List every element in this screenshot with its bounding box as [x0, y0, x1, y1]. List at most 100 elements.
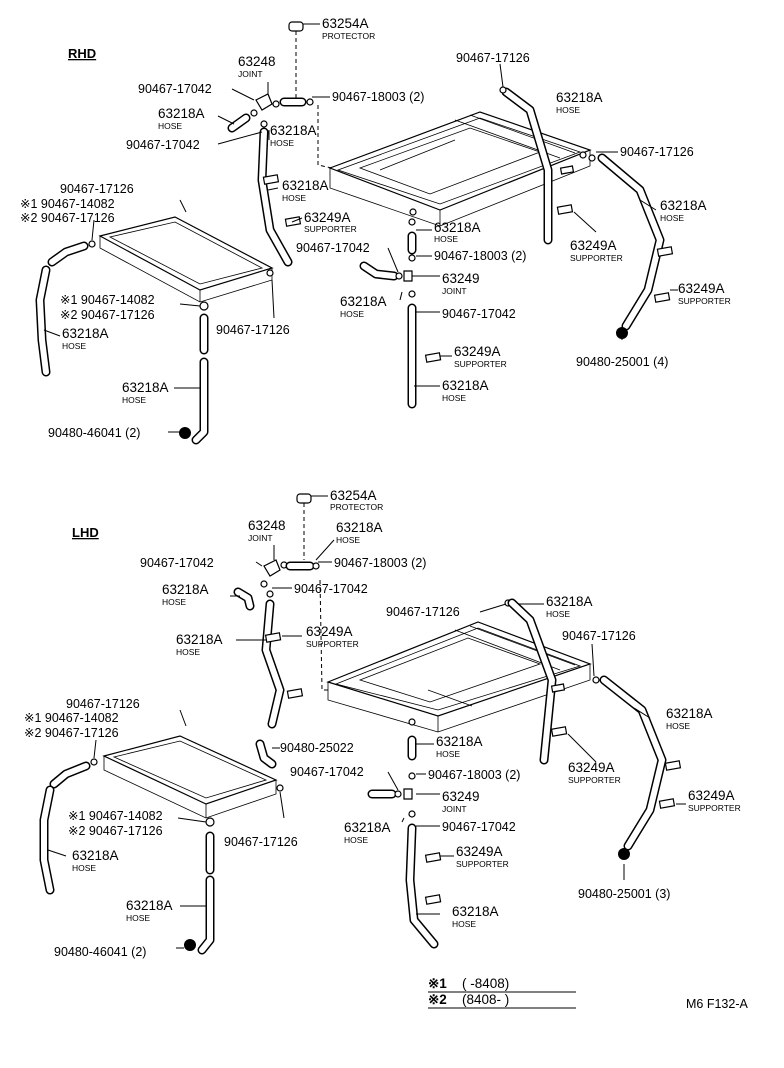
lhd-label-code: 63218A	[666, 706, 713, 721]
lhd-label-code: 90467-17042	[294, 582, 368, 596]
rhd-label-name: JOINT	[442, 286, 467, 296]
rhd-label-code: ※1 90467-14082	[20, 197, 115, 211]
rhd-label-code: ※2 90467-17126	[60, 308, 155, 322]
lhd-label-code: 63218A	[336, 520, 383, 535]
rhd-label-code: 90467-17126	[60, 182, 134, 196]
rhd-label-code: 90467-17126	[216, 323, 290, 337]
lhd-label-code: 90467-17126	[386, 605, 460, 619]
rhd-label-code: 90480-25001 (4)	[576, 355, 668, 369]
lhd-label-code: 90480-46041 (2)	[54, 945, 146, 959]
lhd-label-code: 63249A	[568, 760, 615, 775]
lhd-label-code: ※1 90467-14082	[24, 711, 119, 725]
lhd-label-code: 63218A	[162, 582, 209, 597]
rhd-label-name: PROTECTOR	[322, 31, 375, 41]
lhd-label-name: JOINT	[442, 804, 467, 814]
rhd-label-code: 63249A	[678, 281, 725, 296]
rhd-label-code: 63254A	[322, 16, 369, 31]
rhd-label-code: 90467-17042	[138, 82, 212, 96]
lhd-label-name: HOSE	[162, 597, 186, 607]
rhd-label-code: 63218A	[62, 326, 109, 341]
lhd-label-name: SUPPORTER	[306, 639, 359, 649]
lhd-leader-lines	[47, 495, 686, 949]
rhd-label-name: HOSE	[270, 138, 294, 148]
lhd-label-name: HOSE	[344, 835, 368, 845]
lhd-label-code: 63249A	[456, 844, 503, 859]
lhd-rear-sunroof-panel	[102, 735, 278, 819]
rhd-leader-lines	[43, 23, 678, 433]
lhd-label-code: ※2 90467-17126	[68, 824, 163, 838]
lhd-label-name: HOSE	[336, 535, 360, 545]
rhd-label-code: 63218A	[434, 220, 481, 235]
rhd-label-name: JOINT	[238, 69, 263, 79]
rhd-labels: 63254A PROTECTOR 63248 JOINT 90467-17042…	[20, 16, 731, 440]
rhd-label-name: HOSE	[340, 309, 364, 319]
rhd-label-code: 63218A	[660, 198, 707, 213]
rhd-label-name: HOSE	[442, 393, 466, 403]
rhd-label-name: HOSE	[556, 105, 580, 115]
rhd-label-name: SUPPORTER	[304, 224, 357, 234]
lhd-label-name: JOINT	[248, 533, 273, 543]
rhd-main-sunroof-panel	[328, 111, 592, 227]
rhd-heading: RHD	[68, 46, 96, 61]
lhd-label-name: HOSE	[546, 609, 570, 619]
lhd-label-code: 63248	[248, 518, 286, 533]
lhd-label-code: 63218A	[452, 904, 499, 919]
rhd-label-code: 63249A	[570, 238, 617, 253]
lhd-label-code: 63249	[442, 789, 480, 804]
rhd-label-code: 90467-17126	[620, 145, 694, 159]
footnote-mark-2: ※2	[428, 992, 447, 1007]
lhd-label-name: HOSE	[666, 721, 690, 731]
lhd-label-name: HOSE	[126, 913, 150, 923]
rhd-label-code: ※1 90467-14082	[60, 293, 155, 307]
lhd-label-code: 90480-25001 (3)	[578, 887, 670, 901]
lhd-label-code: 63218A	[546, 594, 593, 609]
lhd-label-name: HOSE	[176, 647, 200, 657]
lhd-grommet-25001	[618, 848, 630, 860]
lhd-label-code: 90467-18003 (2)	[428, 768, 520, 782]
rhd-label-code: 90467-18003 (2)	[434, 249, 526, 263]
lhd-label-name: HOSE	[452, 919, 476, 929]
lhd-main-sunroof-panel	[326, 621, 592, 733]
figure-code: M6 F132-A	[686, 997, 748, 1011]
footnote-mark-1: ※1	[428, 976, 447, 991]
lhd-label-code: 90467-17042	[290, 765, 364, 779]
rhd-label-name: HOSE	[434, 234, 458, 244]
lhd-label-code: 90467-17042	[140, 556, 214, 570]
rhd-label-code: 90467-18003 (2)	[332, 90, 424, 104]
rhd-label-name: SUPPORTER	[570, 253, 623, 263]
rhd-label-code: 90480-46041 (2)	[48, 426, 140, 440]
lhd-label-name: HOSE	[72, 863, 96, 873]
rhd-joint-63248-part	[227, 93, 314, 133]
rhd-label-code: 63218A	[158, 106, 205, 121]
footnote-range-1: ( -8408)	[462, 976, 509, 991]
rhd-grommet-46041	[179, 427, 191, 439]
lhd-label-code: 63218A	[126, 898, 173, 913]
lhd-label-code: ※1 90467-14082	[68, 809, 163, 823]
lhd-heading: LHD	[72, 525, 99, 540]
lhd-label-name: SUPPORTER	[456, 859, 509, 869]
lhd-label-code: 90467-17042	[442, 820, 516, 834]
rhd-label-code: 63249A	[304, 210, 351, 225]
rhd-label-code: 90467-17042	[296, 241, 370, 255]
lhd-label-name: SUPPORTER	[688, 803, 741, 813]
lhd-label-code: 90467-17126	[66, 697, 140, 711]
rhd-label-code: 63218A	[442, 378, 489, 393]
lhd-label-code: 90467-17126	[562, 629, 636, 643]
lhd-protector-part	[296, 493, 312, 504]
footnote-range-2: (8408- )	[462, 992, 509, 1007]
rhd-label-code: 63218A	[556, 90, 603, 105]
lhd-joint-63248-part	[233, 559, 320, 611]
rhd-label-name: SUPPORTER	[678, 296, 731, 306]
rhd-label-code: 63218A	[270, 123, 317, 138]
rhd-label-code: 63249	[442, 271, 480, 286]
lhd-label-code: 63249A	[306, 624, 353, 639]
rhd-label-name: HOSE	[282, 193, 306, 203]
lhd-label-name: PROTECTOR	[330, 502, 383, 512]
rhd-label-code: 90467-17126	[456, 51, 530, 65]
rhd-protector-part	[288, 21, 304, 32]
rhd-label-name: HOSE	[122, 395, 146, 405]
rhd-label-code: 63248	[238, 54, 276, 69]
lhd-grommet-46041	[184, 939, 196, 951]
rhd-label-code: ※2 90467-17126	[20, 211, 115, 225]
rhd-label-code: 90467-17042	[442, 307, 516, 321]
